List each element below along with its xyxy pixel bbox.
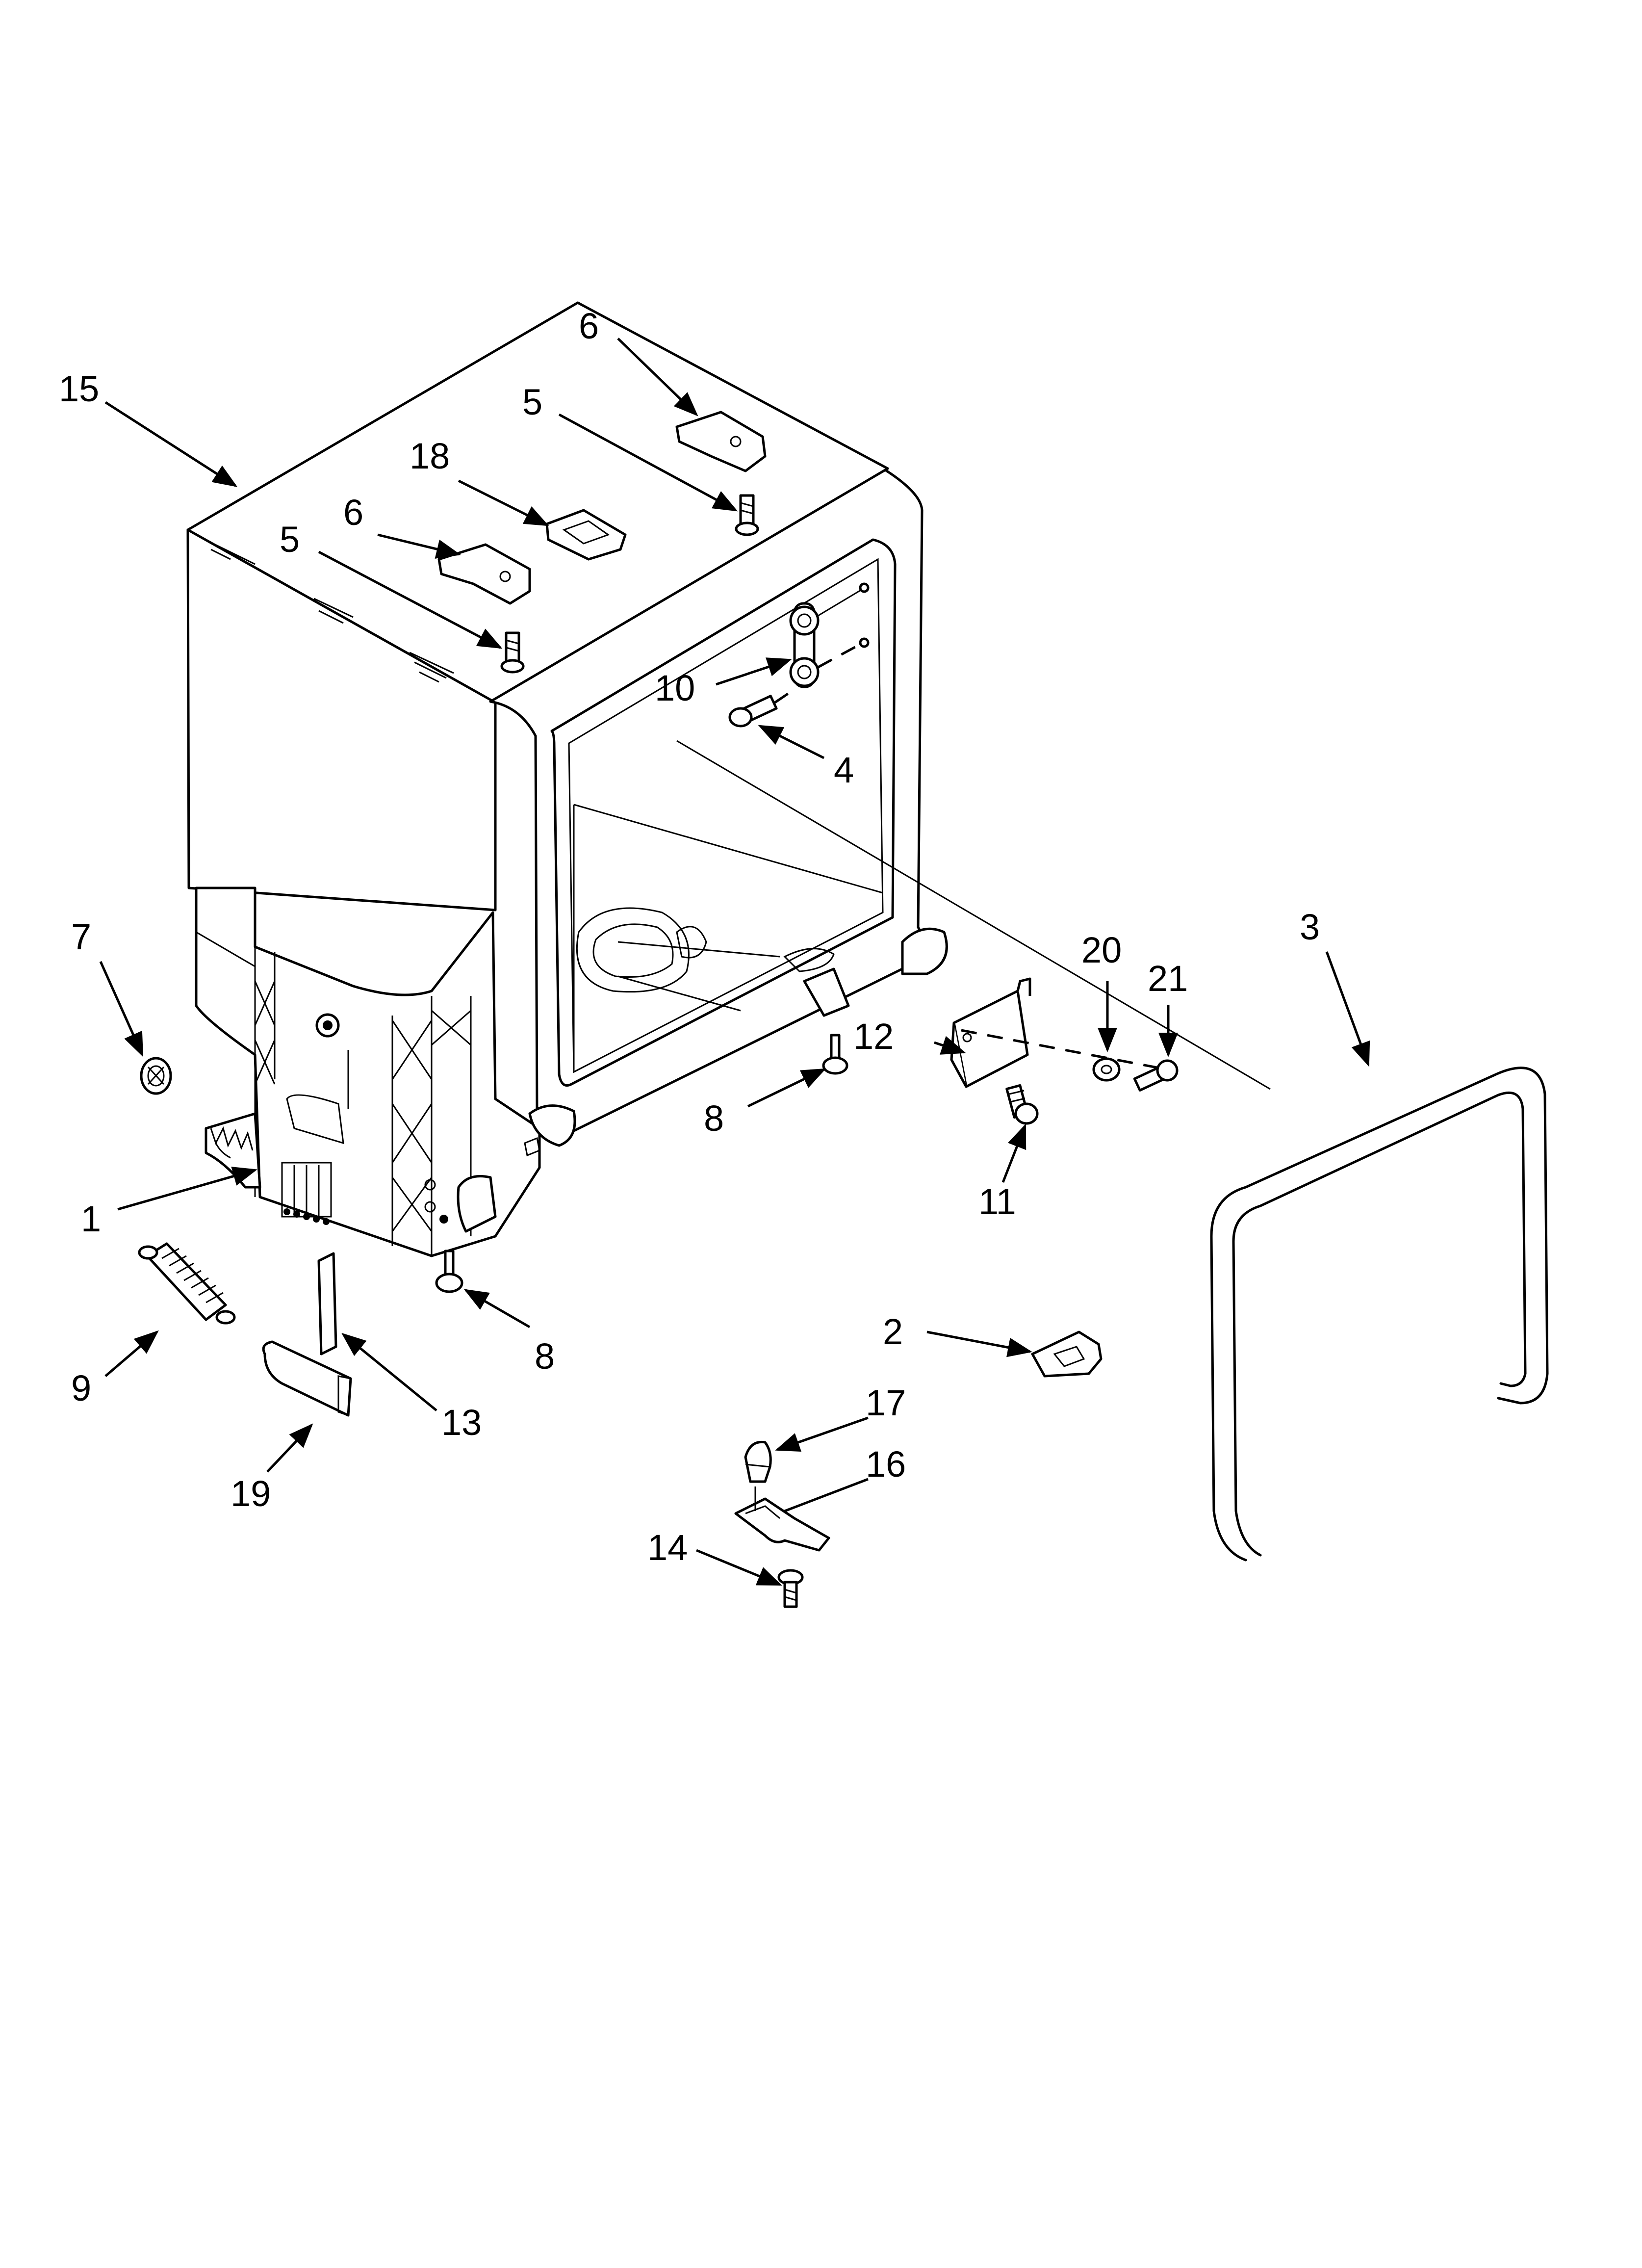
strike-2 (1031, 1330, 1103, 1378)
tub-base-boss-center (323, 1020, 333, 1030)
leader-8b (463, 1289, 531, 1329)
tub-front-lower-left-foot (528, 1104, 576, 1147)
leader-18 (458, 479, 549, 526)
tub-top-shading (201, 537, 454, 683)
leader-2 (926, 1330, 1032, 1357)
callout-16: 16 (866, 1444, 906, 1485)
callout-5-rear: 5 (522, 382, 542, 422)
leader-8a (747, 1068, 826, 1108)
tub-base-teeth (210, 1126, 254, 1159)
callout-15: 15 (59, 368, 99, 409)
bracket-6-rear-hole (730, 436, 742, 447)
callout-20: 20 (1081, 930, 1122, 970)
tub-front-pin (524, 1137, 540, 1157)
leader-5a (558, 413, 738, 512)
tub-right-foot (457, 1175, 497, 1233)
leader-10 (716, 657, 792, 686)
tub-base-grille (281, 1094, 344, 1218)
plug-7 (140, 1057, 172, 1095)
bracket-6-rear (675, 411, 767, 472)
hinge-10 (789, 582, 870, 688)
callout-10: 10 (655, 668, 695, 708)
screw-21 (1133, 1059, 1179, 1092)
tub-right-foot-hole-b (424, 1201, 436, 1213)
leader-1 (117, 1167, 257, 1211)
tub-front-mid-bracket (803, 967, 850, 1017)
callout-3: 3 (1300, 907, 1320, 947)
door-spring-9 (138, 1242, 236, 1325)
clip-17 (744, 1440, 772, 1483)
tub-front-opening-inner-edge (568, 558, 884, 1073)
leveling-leg-8-front (435, 1250, 463, 1293)
callout-9: 9 (71, 1368, 91, 1408)
callout-17: 17 (866, 1382, 906, 1423)
fastener-axis-line (961, 1029, 1168, 1071)
callout-19: 19 (231, 1473, 271, 1514)
leader-13 (341, 1332, 437, 1411)
insulation-strip-13 (317, 1252, 337, 1356)
callout-12: 12 (853, 1016, 894, 1057)
leader-6b (377, 533, 461, 559)
leader-11 (1001, 1123, 1026, 1183)
bracket-6-front (437, 543, 531, 605)
leader-16 (784, 1478, 869, 1512)
leader-19 (266, 1423, 313, 1473)
leader-7 (99, 961, 144, 1057)
pad-19 (262, 1340, 352, 1417)
screw-14 (777, 1569, 804, 1608)
callout-7: 7 (71, 916, 91, 957)
clip-18 (545, 509, 627, 561)
door-gasket-3-inner (1232, 1091, 1527, 1557)
callout-5-front: 5 (280, 519, 300, 560)
leader-5b (318, 550, 503, 649)
screw-5-rear (735, 494, 759, 536)
callout-2: 2 (883, 1311, 903, 1352)
washer-20 (1092, 1057, 1121, 1082)
tub-assembly (186, 301, 1271, 1257)
leader-lines (99, 338, 1370, 1586)
tub-left-wall (186, 528, 497, 912)
leader-15 (104, 401, 238, 487)
tub-right-foot-hole-a (424, 1179, 436, 1191)
callout-6-front: 6 (343, 492, 363, 533)
callout-21: 21 (1148, 958, 1188, 999)
callout-18: 18 (410, 436, 450, 476)
leveling-leg-8-rear (822, 1034, 848, 1075)
tub-base-dots (283, 1208, 330, 1225)
door-gasket-3 (1210, 1067, 1549, 1562)
tub-front-lower-right-foot (901, 927, 948, 975)
bracket-6-front-hole (499, 571, 511, 582)
tub-interior (573, 740, 1271, 1090)
leader-6a (617, 338, 698, 417)
leader-17 (775, 1416, 869, 1452)
leader-9 (104, 1330, 159, 1377)
callout-13: 13 (441, 1402, 482, 1443)
leader-4 (758, 725, 825, 759)
bracket-12 (950, 977, 1031, 1088)
callout-1: 1 (81, 1199, 101, 1239)
tub-right-foot-hole-c (439, 1215, 448, 1224)
screw-5-front (500, 631, 525, 674)
leader-14 (696, 1549, 782, 1586)
callout-4: 4 (834, 750, 854, 790)
bracket-16 (734, 1486, 830, 1552)
callout-11: 11 (978, 1181, 1016, 1222)
callout-14: 14 (647, 1527, 688, 1568)
clip-18-slot (562, 520, 610, 545)
callout-6-rear: 6 (579, 306, 599, 346)
leader-3 (1325, 951, 1370, 1067)
screw-4 (728, 688, 795, 728)
screw-11 (1005, 1084, 1039, 1125)
callout-8-rear: 8 (704, 1098, 724, 1139)
callout-8-front: 8 (535, 1336, 555, 1377)
leader-12 (934, 1036, 966, 1055)
callout-labels: 15 6 5 18 6 5 10 4 7 1 8 12 20 21 3 11 8… (59, 306, 1320, 1568)
